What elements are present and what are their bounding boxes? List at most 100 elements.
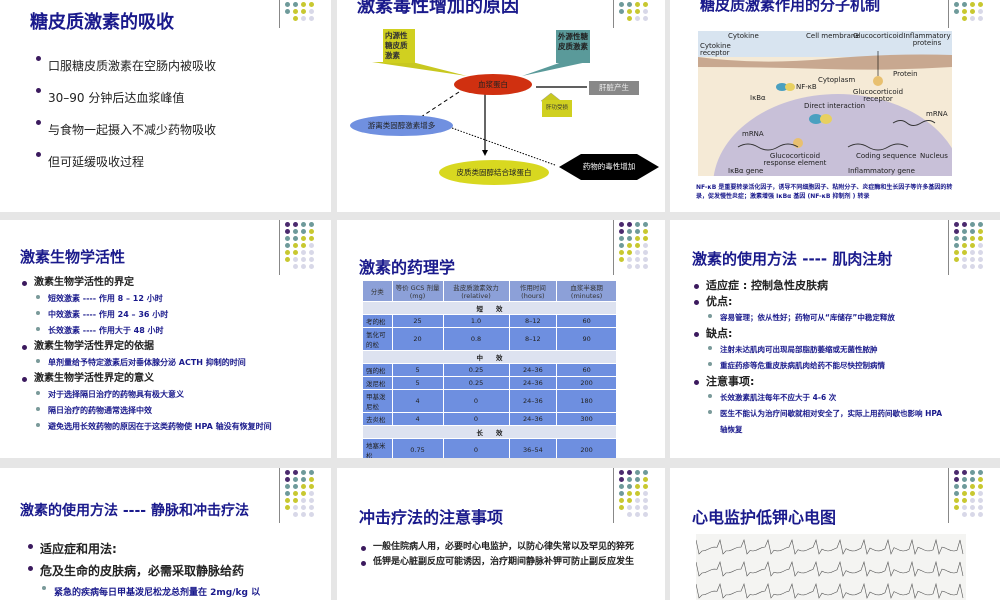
bullet-item: 缺点: (692, 326, 952, 342)
decoration-dot (954, 477, 959, 482)
table-cell: 0 (442, 412, 510, 426)
decoration-dot (962, 264, 967, 269)
slide-thumbnail-6[interactable]: 激素的使用方法 ---- 肌肉注射 适应症 : 控制急性皮肤病优点:容易管理；依… (670, 220, 1000, 458)
decoration-dot (954, 250, 959, 255)
decoration-dot (978, 250, 983, 255)
bullet-item: 注射未达肌肉可出现局部脂肪萎缩或无菌性脓肿 (692, 342, 952, 358)
decoration-dot (293, 222, 298, 227)
decoration-dot (309, 236, 314, 241)
decoration-dot (978, 264, 983, 269)
table-cell: 甲基泼尼松 (362, 389, 393, 413)
node-exogenous: 外源性糖皮质激素 (556, 30, 590, 63)
decoration-dot (293, 236, 298, 241)
decoration-dot (285, 2, 290, 7)
decoration-dot (619, 243, 624, 248)
figure-label: Glucocorticoid receptor (852, 88, 904, 103)
bullet-list: 适应症 : 控制急性皮肤病优点:容易管理；依从性好；药物可从“库储存”中稳定释放… (692, 278, 952, 438)
decoration-dot (962, 16, 967, 21)
table-group-row: 中 效 (362, 350, 617, 364)
decoration-dot (285, 222, 290, 227)
table-cell: 强的松 (362, 363, 393, 377)
table-cell: 60 (556, 314, 617, 328)
decoration-dot (643, 250, 648, 255)
bullet-item: 中效激素 ---- 作用 24 – 36 小时 (20, 307, 272, 323)
decoration-dot (635, 16, 640, 21)
decoration-dot (627, 491, 632, 496)
decoration-dot (962, 2, 967, 7)
decoration-dot (954, 264, 959, 269)
bullet-item: 但可延缓吸收过程 (34, 146, 216, 178)
decoration-dot (619, 505, 624, 510)
table-cell: 泼尼松 (362, 376, 393, 390)
decoration-dot (954, 505, 959, 510)
slide-title: 冲击疗法的注意事项 (359, 508, 504, 527)
decoration-dot (293, 229, 298, 234)
decoration-dot (301, 491, 306, 496)
decoration-dot (301, 470, 306, 475)
slide-thumbnail-8[interactable]: 冲击疗法的注意事项 一般住院病人用，必要时心电监护，以防心律失常以及罕见的猝死低… (337, 468, 665, 600)
decoration-dot (285, 477, 290, 482)
decoration-dot (285, 16, 290, 21)
slide-thumbnail-9[interactable]: 心电监护低钾心电图 (670, 468, 1000, 600)
table-header: 分类 (362, 280, 393, 302)
decoration-dot (962, 9, 967, 14)
decoration-dot (301, 236, 306, 241)
decoration-dot (978, 470, 983, 475)
decoration-dot (285, 9, 290, 14)
bullet-item: 注意事项: (692, 374, 952, 390)
decoration-dot (643, 470, 648, 475)
slide-thumbnail-7[interactable]: 激素的使用方法 ---- 静脉和冲击疗法 适应症和用法:危及生命的皮肤病，必需采… (0, 468, 331, 600)
slide-thumbnail-3[interactable]: 糖皮质激素作用的分子机制 Cytokine Cytokine receptor … (670, 0, 1000, 212)
decoration-dot (309, 470, 314, 475)
slide-thumbnail-5[interactable]: 激素的药理学 分类等价 GCS 剂量 (mg)盐皮质激素效力 (relative… (337, 220, 665, 458)
decoration-dot (619, 512, 624, 517)
table-cell: 0 (442, 438, 510, 458)
slide-thumbnail-2[interactable]: 激素毒性增加的原因 内源性糖皮质激素 外源性糖皮质激素 血浆蛋白 肝脏产生 肝功… (337, 0, 665, 212)
decoration-dot (978, 257, 983, 262)
decoration-dot (293, 9, 298, 14)
decoration-dot (293, 491, 298, 496)
decoration-dot (978, 512, 983, 517)
bullet-item: 适应症和用法: (26, 538, 316, 560)
bullet-item: 对于选择隔日治疗的药物具有极大意义 (20, 387, 272, 403)
ecg-trace (696, 560, 964, 577)
decoration-dot (285, 236, 290, 241)
decoration-dot (962, 512, 967, 517)
decoration-dot (619, 264, 624, 269)
figure-caption: NF-κB 是重要转录活化因子，诱导不同细胞因子、粘附分子、炎症酶和生长因子等许… (696, 184, 953, 200)
table-cell: 300 (556, 412, 617, 426)
decoration-dot (978, 243, 983, 248)
decoration-dot (619, 257, 624, 262)
slide-title: 心电监护低钾心电图 (692, 508, 837, 527)
decoration-dot (978, 498, 983, 503)
figure-label: NF-κB (796, 83, 817, 91)
node-cbg: 皮质类固醇结合球蛋白 (439, 160, 549, 185)
bullet-item: 避免选用长效药物的原因在于这类药物使 HPA 轴没有恢复时间 (20, 419, 272, 435)
bullet-item: 单剂量给予特定激素后对垂体腺分泌 ACTH 抑制的时间 (20, 355, 272, 371)
decoration-dot (643, 2, 648, 7)
decoration-dot (285, 484, 290, 489)
decoration-dot (301, 498, 306, 503)
decoration-dot (301, 477, 306, 482)
decoration-dot (619, 236, 624, 241)
decoration-dot (954, 484, 959, 489)
table-cell: 5 (391, 376, 444, 390)
decoration-dot (978, 229, 983, 234)
ecg-trace (696, 582, 964, 599)
decoration-dot (285, 250, 290, 255)
decoration-dot (309, 229, 314, 234)
decoration-dot (627, 16, 632, 21)
slide-thumbnail-1[interactable]: 糖皮质激素的吸收 口服糖皮质激素在空肠内被吸收 30–90 分钟后达血浆峰值 与… (0, 0, 331, 212)
decoration-dot (309, 484, 314, 489)
slide-thumbnail-4[interactable]: 激素生物学活性 激素生物学活性的界定短效激素 ---- 作用 8 – 12 小时… (0, 220, 331, 458)
slide-title: 激素毒性增加的原因 (357, 0, 519, 17)
table-cell: 25 (391, 314, 444, 328)
node-free-steroid: 游离类固醇激素增多 (350, 115, 453, 136)
table-cell: 4 (391, 412, 444, 426)
decoration-dot (309, 505, 314, 510)
decoration-dot (619, 9, 624, 14)
decoration-dot (627, 222, 632, 227)
